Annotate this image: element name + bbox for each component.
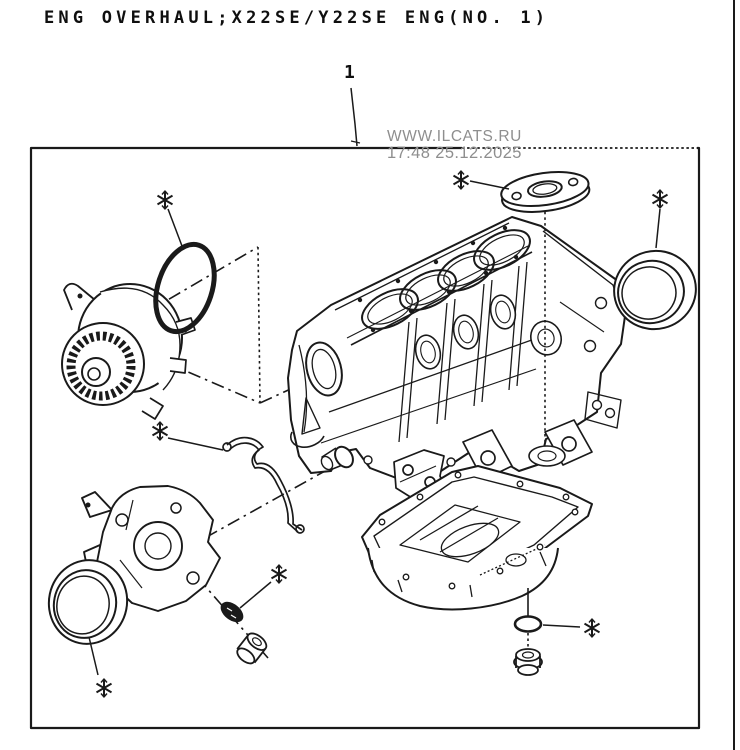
drain-plug-gasket	[513, 615, 543, 633]
drain-plug-stack	[513, 588, 543, 676]
page-title: ENG OVERHAUL;X22SE/Y22SE ENG(NO. 1)	[44, 8, 550, 28]
water-pump-opening	[305, 341, 343, 397]
oil-pan-bolt-holes	[378, 471, 579, 590]
core-plug-bosses	[414, 294, 517, 370]
water-pump	[61, 282, 196, 420]
asterisk-flange-gasket	[452, 170, 470, 190]
asterisk-drain-gasket	[583, 618, 601, 638]
oil-drain-plug	[513, 648, 543, 676]
asterisk-leaders	[88, 180, 661, 676]
asterisk-valve-seal	[270, 564, 288, 584]
o-ring-gasket	[153, 241, 217, 335]
cylinder-bores	[361, 229, 531, 330]
block-lower-boss	[528, 445, 566, 467]
block-struts	[393, 419, 593, 499]
watermark: WWW.ILCATS.RU 17:48 25.12.2025	[387, 128, 522, 163]
front-crankshaft-seal	[47, 559, 129, 645]
oil-pan	[361, 465, 593, 611]
block-webs	[320, 261, 558, 444]
asterisk-front-seal	[95, 678, 113, 698]
asterisk-rear-seal	[651, 189, 669, 209]
asterisk-cover-gasket	[151, 421, 169, 441]
engine-block	[287, 216, 628, 499]
oil-pan-interior	[399, 504, 546, 576]
screw-plug	[236, 632, 268, 665]
pump-pulley	[61, 322, 145, 406]
oil-pump-assembly	[81, 485, 221, 612]
rear-crankshaft-seal	[613, 249, 697, 331]
front-cover-gasket	[222, 436, 305, 534]
flange-gasket	[500, 171, 591, 213]
asterisk-o-ring	[156, 190, 174, 210]
callout-1-label[interactable]: 1	[344, 62, 355, 83]
watermark-site: WWW.ILCATS.RU	[387, 128, 522, 145]
callout-1-leader	[350, 87, 361, 147]
deck-bolt-holes	[357, 225, 519, 333]
oil-feed-boss	[529, 320, 563, 356]
crankshaft-snout	[320, 445, 354, 471]
frame-border	[29, 0, 735, 750]
relief-valve-seal	[220, 601, 244, 623]
watermark-timestamp: 17:48 25.12.2025	[387, 144, 522, 163]
